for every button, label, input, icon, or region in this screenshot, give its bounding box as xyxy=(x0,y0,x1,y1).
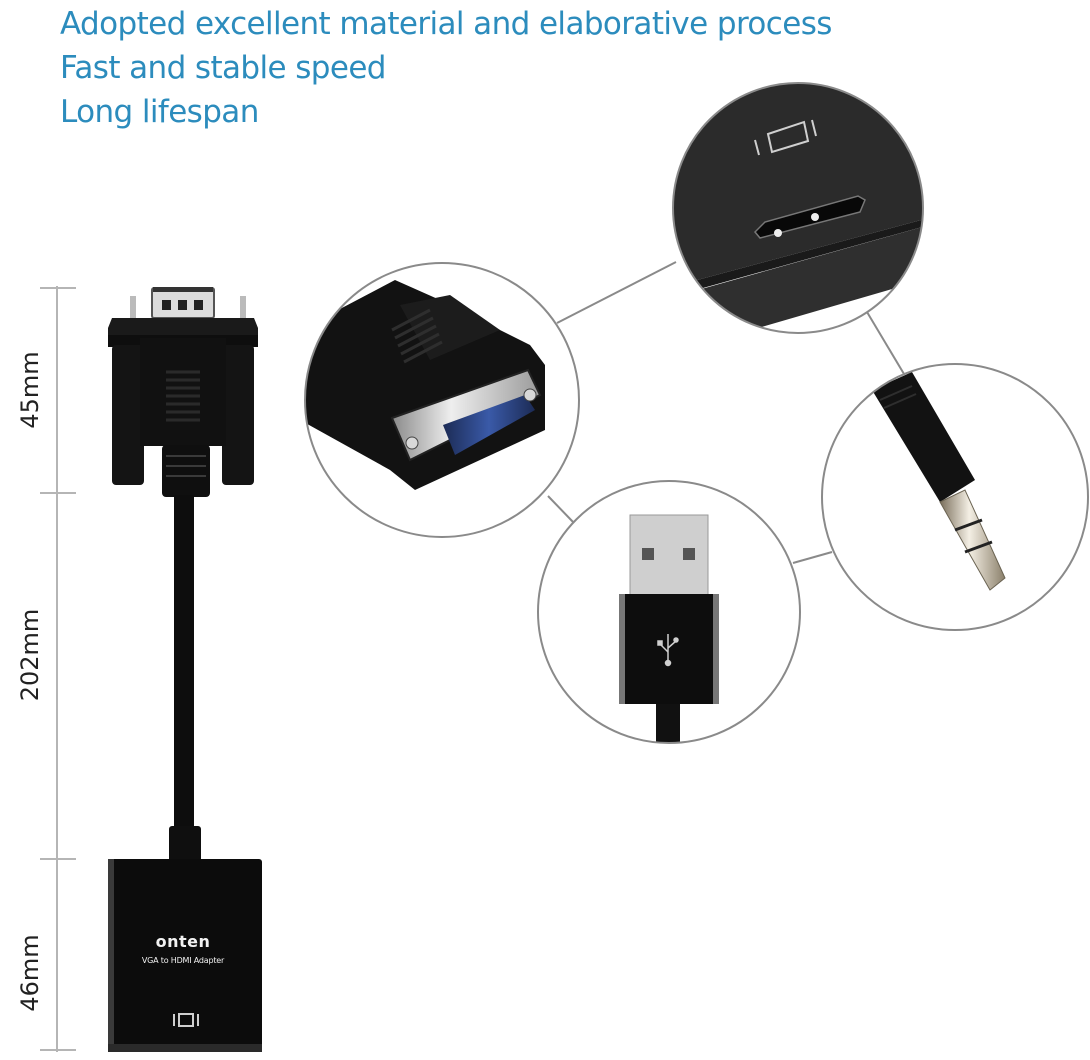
dimension-label-box: 46mm xyxy=(16,934,44,1012)
callout-usb-plug xyxy=(537,480,801,744)
callout-vga-plug xyxy=(304,262,580,538)
model-label: VGA to HDMI Adapter xyxy=(141,956,225,965)
hdmi-port-icon xyxy=(173,1013,199,1027)
adapter-box xyxy=(108,859,262,1052)
feature-lifespan: Long lifespan xyxy=(60,94,259,130)
callout-hdmi-port xyxy=(672,82,924,334)
usb-icon xyxy=(657,634,679,667)
brand-logo: onten xyxy=(155,932,211,951)
vga-connector-icon xyxy=(108,287,258,497)
feature-speed: Fast and stable speed xyxy=(60,50,386,86)
feature-list: Adopted excellent material and elaborati… xyxy=(60,2,832,134)
feature-material: Adopted excellent material and elaborati… xyxy=(60,6,832,42)
dimension-label-vga: 45mm xyxy=(16,351,44,429)
dimension-label-cable: 202mm xyxy=(16,608,44,702)
cable xyxy=(174,495,194,840)
dimension-ruler xyxy=(40,286,76,1052)
callout-connectors xyxy=(547,261,905,564)
callout-audio-jack xyxy=(821,363,1089,631)
